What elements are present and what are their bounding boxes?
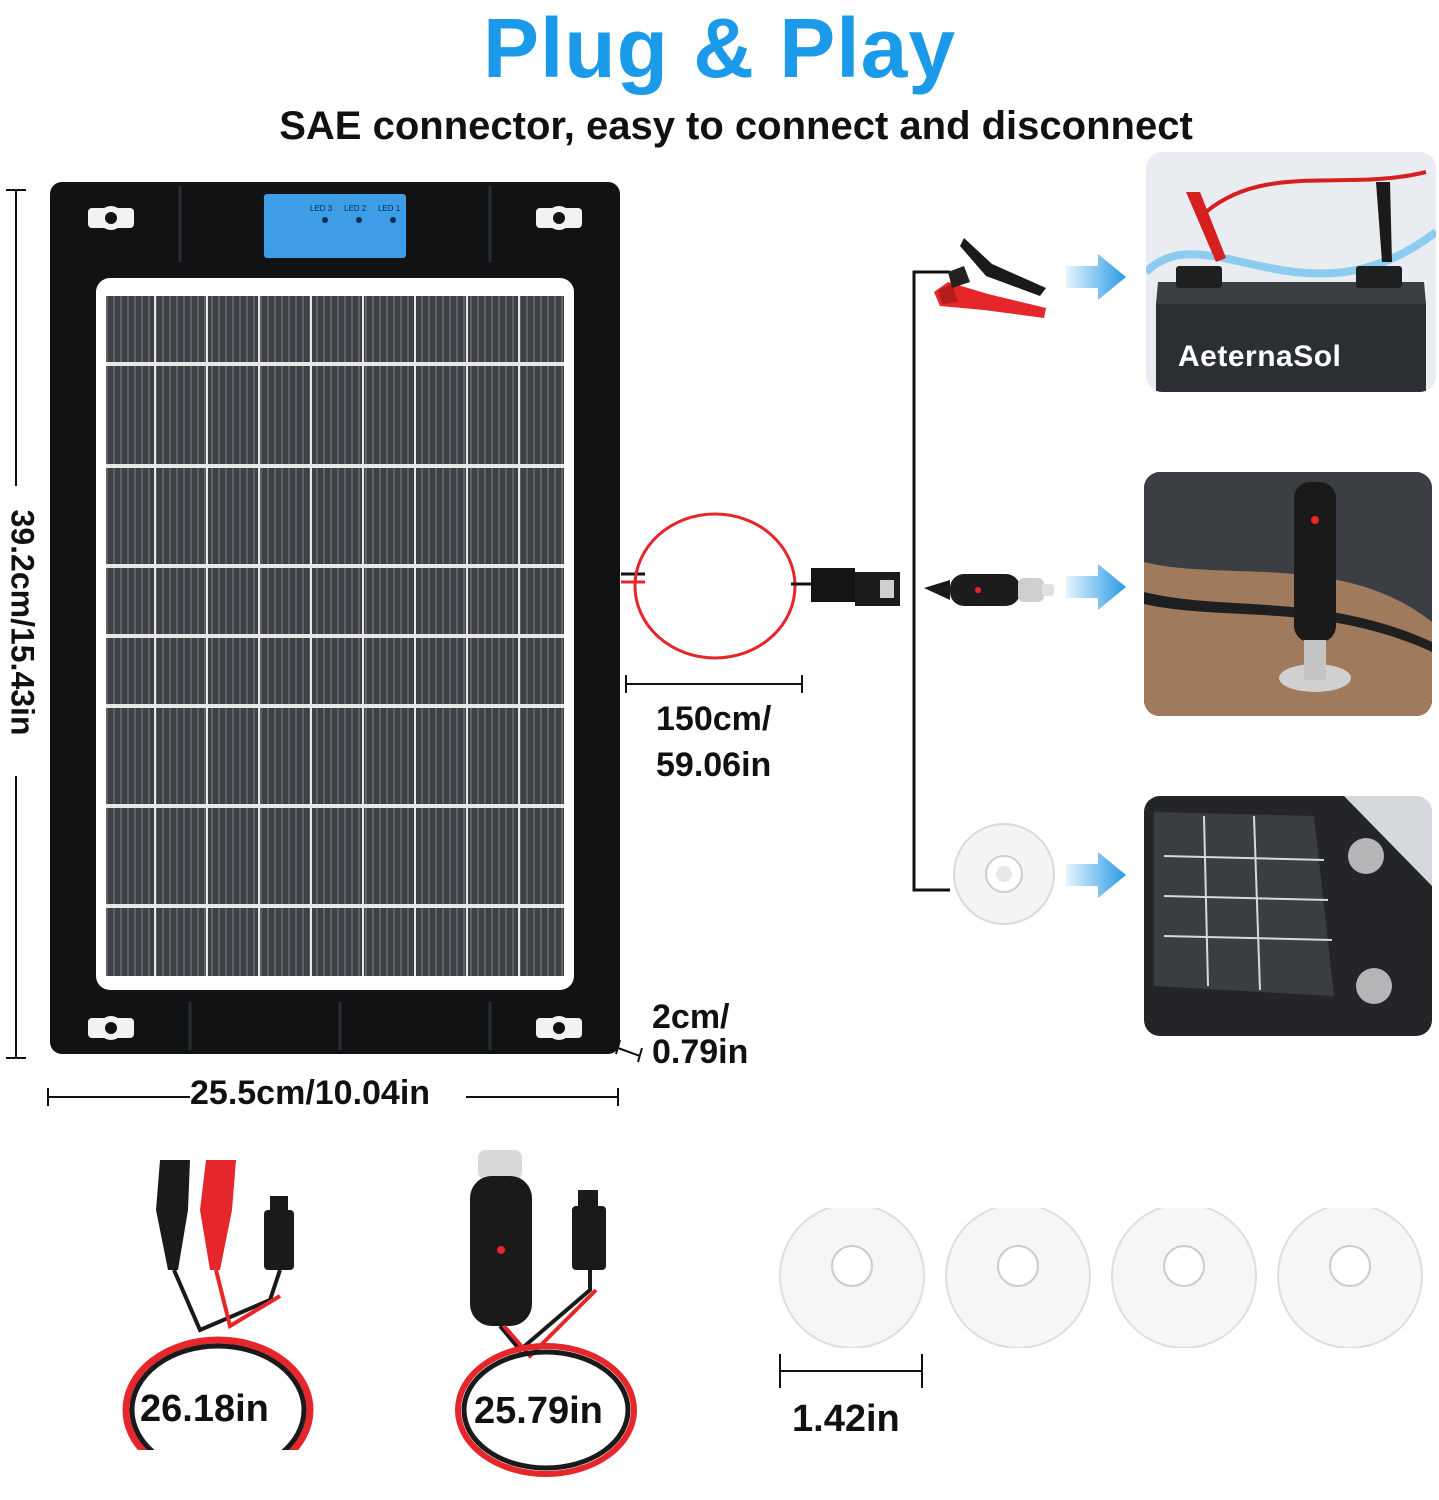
cable-length-label-line-1: 150cm/ — [656, 700, 772, 738]
cigarette-plug-icon — [924, 574, 1054, 606]
panel-frame-details — [88, 186, 582, 1050]
car-battery-illustration — [1146, 170, 1436, 392]
height-dimension-line — [6, 189, 26, 1059]
arrow-right-icon-1 — [1066, 254, 1126, 300]
sae-output-cable — [621, 512, 900, 660]
cigarette-plug-cable — [455, 1150, 637, 1477]
width-dimension-label: 25.5cm/10.04in — [190, 1074, 431, 1112]
alligator-clip-icon — [934, 238, 1046, 318]
cable-length-dimension-line — [625, 675, 803, 693]
thickness-marker — [615, 1039, 643, 1063]
car-socket-application-photo — [1144, 472, 1432, 716]
battery-application-photo: AeternaSol — [1146, 152, 1436, 392]
suction-cup-3 — [1111, 1208, 1257, 1348]
battery-brand-label: AeternaSol — [1178, 340, 1342, 373]
height-dimension-label: 39.2cm/15.43in — [4, 509, 41, 736]
thickness-label-line-1: 2cm/ — [652, 998, 730, 1036]
suction-cups-set — [779, 1208, 1423, 1348]
led-lights — [322, 217, 396, 223]
suction-cup-icon — [953, 823, 1055, 925]
led-label-2: LED 2 — [344, 204, 367, 213]
cable-length-label-line-2: 59.06in — [656, 746, 772, 784]
suction-cup-1 — [779, 1208, 925, 1348]
page-subtitle: SAE connector, easy to connect and disco… — [279, 104, 1193, 148]
suction-cup-4 — [1277, 1208, 1423, 1348]
led-label-3: LED 3 — [310, 204, 333, 213]
car-socket-illustration — [1144, 472, 1432, 716]
suction-cup-size-label: 1.42in — [792, 1398, 900, 1440]
led-label-1: LED 1 — [378, 204, 401, 213]
thickness-label-line-2: 0.79in — [652, 1033, 749, 1071]
glass-mount-application-photo — [1144, 796, 1432, 1036]
width-dimension-line — [47, 1088, 619, 1106]
cigarette-cable-length-label: 25.79in — [474, 1390, 603, 1432]
solar-cell-grid — [106, 296, 564, 976]
suction-cup-size-line — [779, 1354, 923, 1388]
accessory-bracket — [912, 270, 950, 892]
page-title: Plug & Play — [482, 1, 957, 95]
arrow-right-icon-2 — [1066, 564, 1126, 610]
glass-mount-illustration — [1144, 796, 1432, 1036]
led-indicator-box — [264, 194, 406, 258]
alligator-clip-cable — [122, 1160, 314, 1450]
arrow-right-icon-3 — [1066, 852, 1126, 898]
clip-cable-length-label: 26.18in — [140, 1388, 269, 1430]
suction-cup-2 — [945, 1208, 1091, 1348]
